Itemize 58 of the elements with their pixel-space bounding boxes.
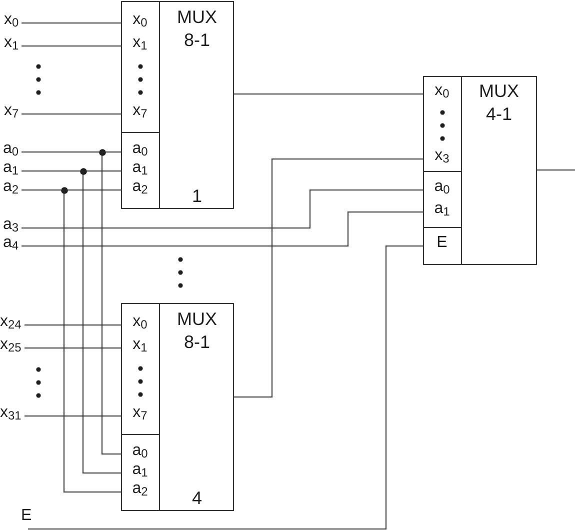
- block-number: 4: [192, 488, 202, 508]
- wire: [22, 151, 102, 153]
- signal-label: x$_{0}$: [4, 11, 22, 29]
- signal-label: a$_{1}$: [3, 159, 22, 177]
- block-title: MUX 4-1: [479, 80, 519, 126]
- signal-label: x$_{1}$: [4, 34, 22, 52]
- pin-label: a$_{2}$: [132, 178, 148, 196]
- pin-label: a$_{0}$: [132, 442, 148, 460]
- multiplexer-block: [121, 1, 234, 209]
- wire: [63, 190, 121, 493]
- wire: [22, 211, 423, 247]
- pin-label: a$_{1}$: [434, 200, 450, 218]
- pin-label: a$_{2}$: [132, 480, 148, 498]
- wire: [22, 170, 83, 172]
- signal-label: E: [21, 507, 35, 529]
- wire: [24, 324, 121, 326]
- signal-label: x$_{7}$: [4, 102, 22, 120]
- pin-label: x$_{0}$: [132, 11, 148, 29]
- pin-label: x$_{3}$: [434, 147, 450, 165]
- wire: [22, 189, 64, 191]
- wire: [22, 113, 121, 115]
- pin-label: E: [436, 234, 448, 252]
- signal-label: a$_{2}$: [3, 178, 22, 196]
- wire: [22, 45, 121, 47]
- signal-label: a$_{3}$: [3, 216, 22, 234]
- multiplexer-block: [423, 76, 537, 265]
- wire: [83, 170, 121, 172]
- wire: [537, 169, 575, 171]
- wire: [22, 22, 121, 24]
- block-number: 1: [192, 186, 202, 206]
- wire: [22, 189, 423, 229]
- pin-label: x$_{7}$: [132, 404, 148, 422]
- block-title: MUX 8-1: [177, 308, 217, 354]
- wire: [24, 415, 121, 417]
- wire: [102, 151, 121, 153]
- pin-label: x$_{1}$: [132, 336, 148, 354]
- signal-label: x$_{25}$: [0, 336, 24, 354]
- multiplexer-block: [121, 303, 234, 511]
- wire: [234, 93, 423, 95]
- wire: [28, 245, 423, 530]
- pin-label: x$_{7}$: [132, 102, 148, 120]
- signal-label: a$_{0}$: [3, 140, 22, 158]
- pin-label: a$_{0}$: [434, 178, 450, 196]
- wire: [101, 152, 121, 455]
- pin-label: a$_{1}$: [132, 159, 148, 177]
- signal-label: x$_{31}$: [0, 404, 24, 422]
- signal-label: a$_{4}$: [3, 234, 22, 252]
- pin-label: a$_{0}$: [132, 140, 148, 158]
- wire: [24, 347, 121, 349]
- pin-label: a$_{1}$: [132, 461, 148, 479]
- signal-label: x$_{24}$: [0, 313, 24, 331]
- pin-label: x$_{0}$: [434, 82, 450, 100]
- pin-label: x$_{1}$: [132, 34, 148, 52]
- wire: [82, 171, 121, 474]
- wire: [64, 189, 121, 191]
- wire: [234, 158, 423, 398]
- pin-label: x$_{0}$: [132, 313, 148, 331]
- block-title: MUX 8-1: [177, 6, 217, 52]
